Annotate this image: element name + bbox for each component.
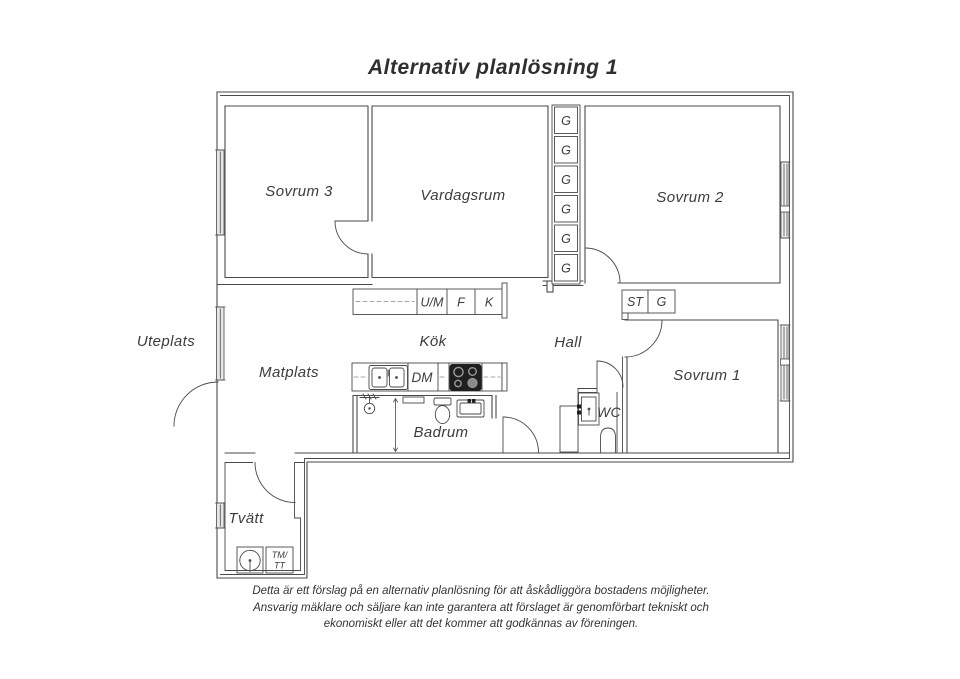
closet-label-g1: G [561,114,571,128]
bench [402,396,425,404]
room-label-matplats: Matplats [259,364,319,381]
window-sovrum3 [215,149,226,236]
appliance-label-f: F [457,296,466,310]
closet-label-g5: G [561,232,571,246]
closet-label-g3: G [561,173,571,187]
window-matplats [215,306,226,381]
closet-label-g6: G [561,262,571,276]
page-title: Alternativ planlösning 1 [367,56,619,79]
hall-closets [621,289,676,320]
kitchen-counter-upper [352,282,508,319]
door-arc-sovrum3 [334,220,369,255]
door-arc-badrum [502,416,539,453]
wardrobe-column [551,104,581,285]
kitchen-sink-icon [368,365,408,390]
room-label-hall: Hall [554,334,582,351]
window-sovrum1 [779,324,791,402]
door-arc-sovrum2 [584,247,621,284]
window-sovrum2 [779,161,791,239]
appliance-label-k: K [485,296,494,310]
door-arc-tvatt [254,462,296,503]
bathroom-sink-icon [456,399,485,418]
room-label-wc: WC [597,404,622,420]
laundry-sink-icon [236,546,264,574]
interior-walls [216,105,790,571]
room-label-tvatt: Tvätt [228,510,264,527]
room-label-badrum: Badrum [414,424,469,441]
disclaimer: Detta är ett förslag på en alternativ pl… [171,583,791,633]
disclaimer-line-2: Ansvarig mäklare och säljare kan inte ga… [253,601,709,614]
disclaimer-line-1: Detta är ett förslag på en alternativ pl… [252,585,710,597]
closet-label-g2: G [561,144,571,158]
appliance-label-um: U/M [421,296,445,310]
badrum-fixtures [359,393,485,453]
closet-label-g-hall: G [657,295,667,309]
windows [215,149,791,529]
room-label-sovrum3: Sovrum 3 [265,183,333,200]
window-tvatt [215,502,226,529]
washer-dryer-box [265,546,294,574]
kitchen-counter-lower [351,362,508,392]
shower-icon [359,393,380,415]
closet-label-g4: G [561,203,571,217]
door-arc-uteplats [173,381,219,427]
room-label-sovrum2: Sovrum 2 [656,189,724,206]
door-arc-wc [596,360,624,388]
appliance-label-dm: DM [412,370,434,385]
closet-label-st: ST [627,295,644,309]
shower-partition [392,397,399,453]
room-label-uteplats: Uteplats [137,333,195,350]
toilet-icon [433,397,452,424]
door-arc-sovrum1 [624,319,663,358]
door-arcs [173,220,663,503]
wc-sink-icon [577,392,600,426]
room-label-kok: Kök [419,333,447,350]
outer-walls [216,91,794,579]
wc-fixtures [577,392,616,453]
appliance-label-tm: TM/ [272,550,289,560]
appliance-label-tt: TT [274,561,286,571]
tvatt-fixtures [236,546,294,574]
disclaimer-line-3: ekonomiskt eller att det kommer att godk… [323,618,639,630]
room-label-vardagsrum: Vardagsrum [420,187,505,204]
wc-toilet-icon [600,427,616,453]
room-label-sovrum1: Sovrum 1 [673,367,740,384]
stove-icon [449,363,482,392]
